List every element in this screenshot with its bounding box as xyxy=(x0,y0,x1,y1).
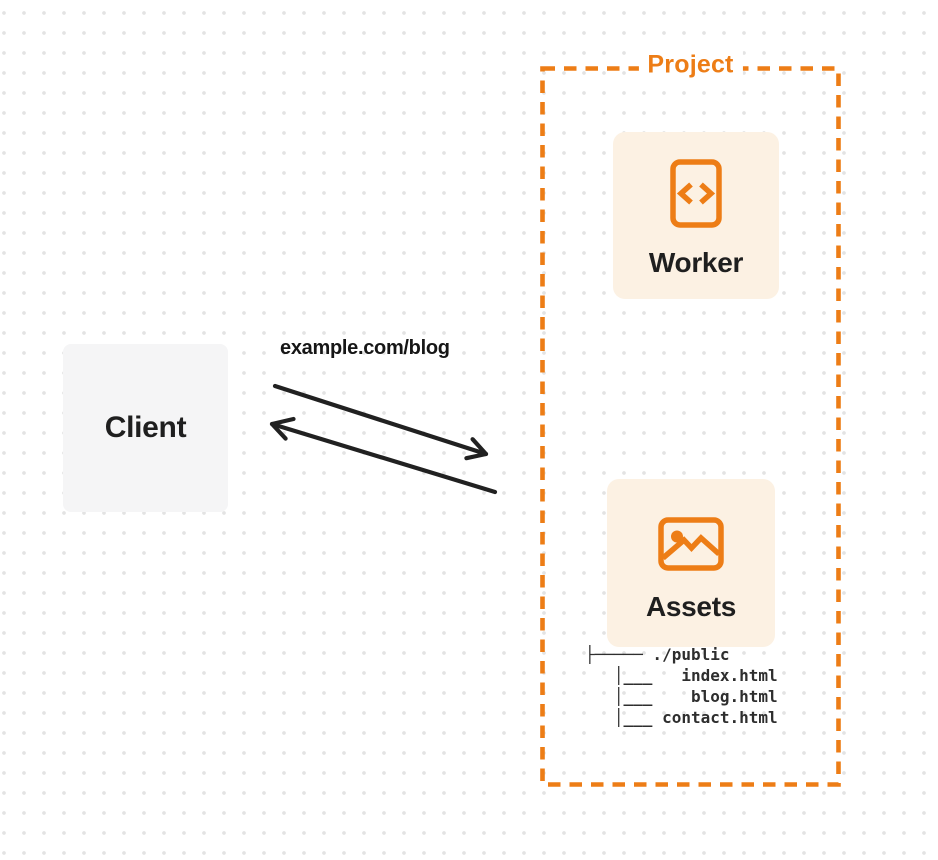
assets-label: Assets xyxy=(645,591,737,622)
tree-line-public: ├───── ./public xyxy=(585,645,730,664)
worker-card: Worker xyxy=(613,132,779,299)
tree-line-blog: │___ blog.html xyxy=(585,687,778,706)
project-container: Project Worker Assets ├───── ./public │_… xyxy=(540,50,841,787)
request-arrow-icon xyxy=(272,383,489,461)
response-arrow-icon xyxy=(269,416,498,495)
code-file-icon xyxy=(670,159,722,228)
assets-file-tree: ├───── ./public │___ index.html │___ blo… xyxy=(585,644,778,728)
client-label: Client xyxy=(104,411,187,444)
request-url-label: example.com/blog xyxy=(280,337,450,359)
image-icon xyxy=(658,517,724,571)
client-box: Client xyxy=(63,344,228,512)
assets-card: Assets xyxy=(607,479,775,647)
request-response-arrows xyxy=(269,383,498,495)
tree-line-index: │___ index.html xyxy=(585,666,778,685)
project-dashed-border xyxy=(540,66,841,787)
project-title: Project xyxy=(638,50,743,80)
worker-label: Worker xyxy=(648,247,744,278)
tree-line-contact: │___ contact.html xyxy=(585,708,778,727)
